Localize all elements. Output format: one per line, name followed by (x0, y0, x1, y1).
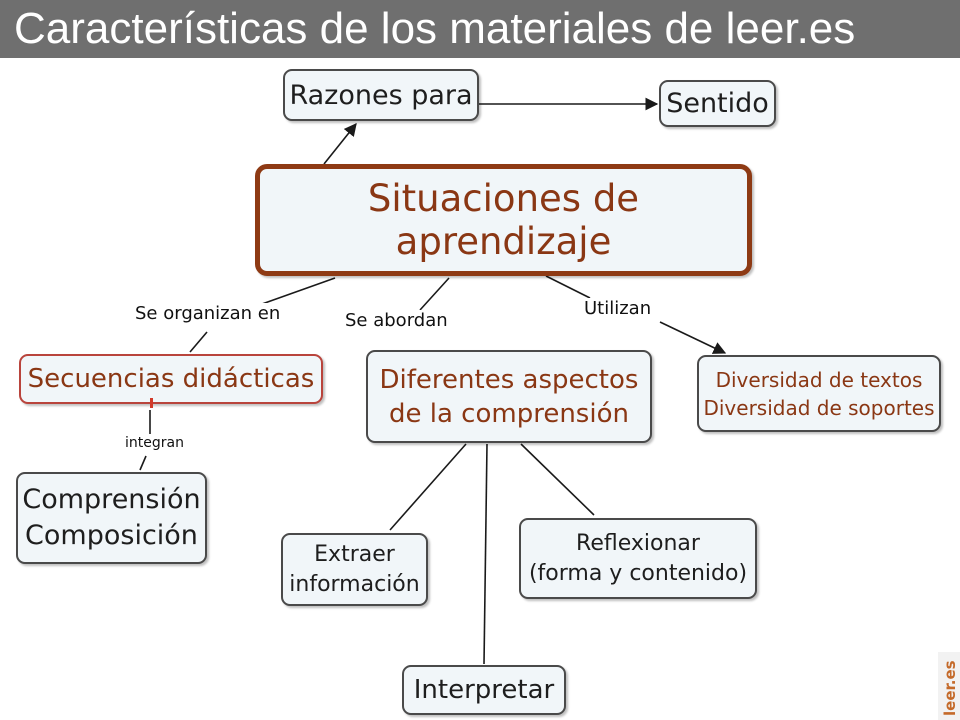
node-reflexionar-label: Reflexionar (forma y contenido) (528, 530, 748, 586)
link-label-se-organizan-en: Se organizan en (135, 303, 281, 324)
node-comprension-composicion[interactable]: Comprensión Composición (16, 472, 207, 564)
node-diferentes-aspectos[interactable]: Diferentes aspectos de la comprensión (366, 350, 652, 443)
link-label-integran: integran (125, 435, 184, 451)
edge-situaciones-organizan (261, 277, 336, 305)
edge-integran-comprension (139, 455, 147, 471)
node-diversidad-label: Diversidad de textos Diversidad de sopor… (703, 367, 935, 420)
node-aspectos-label: Diferentes aspectos de la comprensión (379, 364, 639, 429)
node-situaciones-label: Situaciones de aprendizaje (367, 177, 640, 263)
edge-aspectos-extraer (389, 443, 467, 531)
node-razones-para[interactable]: Razones para (283, 69, 479, 121)
node-sentido[interactable]: Sentido (659, 80, 776, 127)
node-extraer-label: Extraer información (289, 541, 420, 597)
edge-situaciones-abordan (419, 277, 450, 311)
slide-title: Características de los materiales de lee… (14, 4, 856, 53)
title-bar: Características de los materiales de lee… (0, 0, 960, 58)
node-secuencias-label: Secuencias didácticas (27, 364, 315, 394)
edge-aspectos-reflexionar (520, 443, 595, 516)
edge-situaciones-utilizan (545, 275, 591, 299)
edge-utilizan-diversidad (659, 321, 727, 354)
edge-aspectos-interpretar (483, 443, 488, 665)
node-extraer-informacion[interactable]: Extraer información (281, 533, 428, 606)
node-reflexionar[interactable]: Reflexionar (forma y contenido) (519, 518, 757, 599)
node-diversidad[interactable]: Diversidad de textos Diversidad de sopor… (697, 355, 941, 432)
red-marker (150, 398, 153, 408)
link-label-se-abordan: Se abordan (345, 310, 448, 331)
node-interpretar-label: Interpretar (413, 675, 555, 705)
edge-situaciones-razones (323, 123, 357, 165)
node-interpretar[interactable]: Interpretar (402, 665, 566, 715)
node-comprension-label: Comprensión Composición (22, 484, 201, 551)
logo-text: leer.es (941, 660, 959, 716)
edge-organizan-secuencias (189, 331, 208, 353)
node-secuencias-didacticas[interactable]: Secuencias didácticas (19, 354, 323, 404)
leer-es-logo: leer.es (938, 652, 960, 720)
node-sentido-label: Sentido (666, 88, 769, 119)
node-razones-para-label: Razones para (289, 79, 473, 111)
link-label-utilizan: Utilizan (584, 298, 652, 319)
node-situaciones-de-aprendizaje[interactable]: Situaciones de aprendizaje (255, 164, 752, 276)
